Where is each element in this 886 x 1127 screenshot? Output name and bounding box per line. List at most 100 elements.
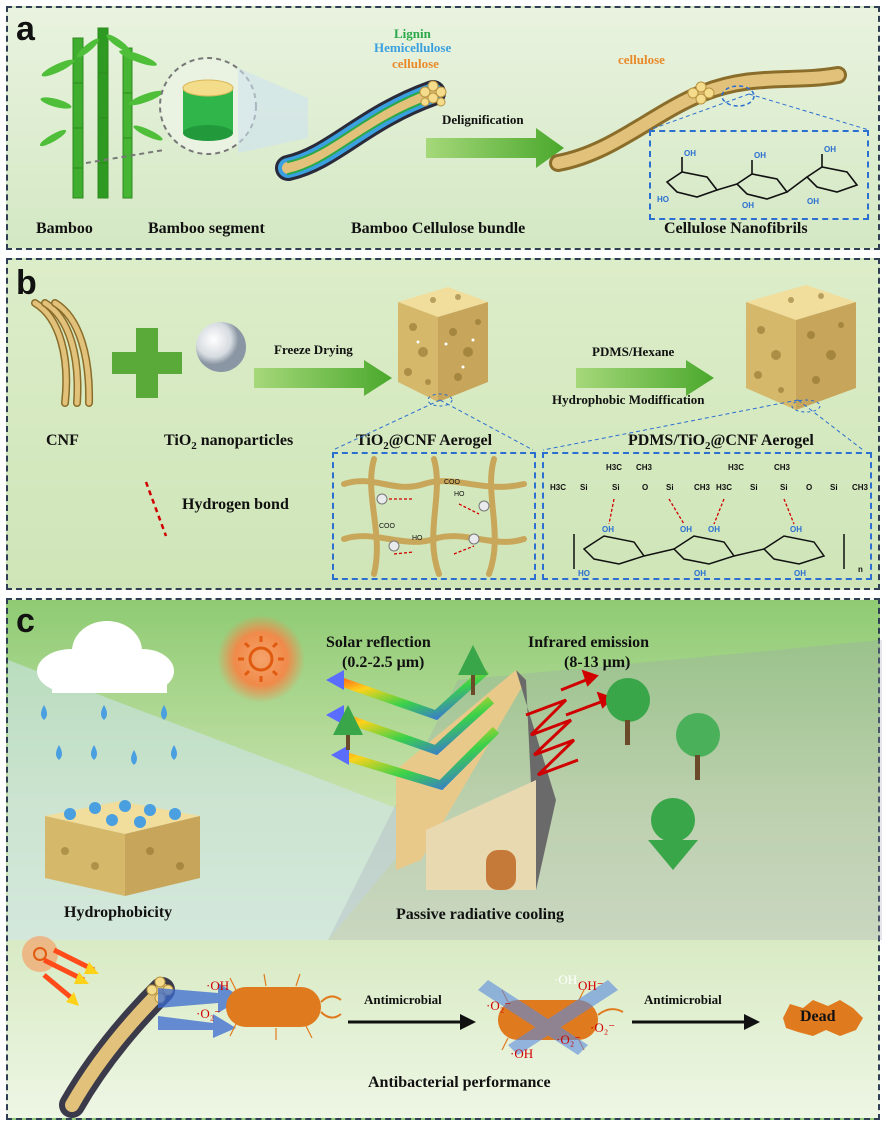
aerogel2-a: PDMS/TiO (628, 432, 706, 449)
svg-text:Si: Si (750, 483, 758, 492)
antimicrobial-arrow-1 (348, 1014, 476, 1030)
ir-range-label: (8-13 μm) (564, 654, 631, 671)
svg-text:CH3: CH3 (694, 483, 711, 492)
o2-radical-3: ·O₂⁻ (590, 1020, 616, 1035)
svg-text:OH: OH (754, 151, 766, 160)
rain-drops (41, 705, 177, 765)
svg-text:OH: OH (824, 145, 836, 154)
svg-text:O: O (642, 483, 648, 492)
cellulose-label-fibril: cellulose (618, 52, 665, 67)
svg-text:Si: Si (580, 483, 588, 492)
bamboo-illustration (39, 27, 163, 199)
delignification-label: Delignification (442, 112, 524, 127)
o2-radical-1: ·O₂⁻ (196, 1006, 222, 1021)
oh-label-2: ·OH (554, 972, 578, 987)
aerogel2-label: PDMS/TiO2@CNF Aerogel (628, 432, 814, 452)
bacterium-2 (478, 980, 624, 1055)
svg-text:H3C: H3C (728, 463, 744, 472)
aerogel1-sub: 2 (383, 440, 389, 453)
dead-label: Dead (800, 1008, 836, 1025)
panel-a: a (6, 6, 880, 250)
svg-text:OH: OH (684, 149, 696, 158)
svg-text:HO: HO (454, 491, 465, 498)
svg-text:COO: COO (379, 523, 396, 530)
svg-text:COO: COO (444, 479, 461, 486)
solar-range-label: (0.2-2.5 μm) (342, 654, 425, 671)
tio2-nanoparticles-label: TiO2 nanoparticles (164, 432, 293, 452)
oh-radical-3: ·OH (510, 1046, 534, 1061)
panel-letter-b: b (16, 264, 37, 302)
panel-letter-a: a (16, 10, 35, 48)
light-arrows (42, 947, 99, 1006)
zoom-cone (238, 68, 308, 153)
zoom-lines (648, 84, 870, 132)
house-illustration (326, 666, 614, 890)
cnf-fibers-illustration (31, 299, 94, 407)
antimicrobial-arrow-2 (632, 1014, 760, 1030)
svg-text:Si: Si (666, 483, 674, 492)
svg-text:H3C: H3C (606, 463, 622, 472)
antimicrobial-label-2: Antimicrobial (644, 992, 722, 1007)
aerogel1-label: TiO2@CNF Aerogel (356, 432, 492, 452)
svg-text:OH: OH (807, 197, 819, 206)
cnf-label-b: CNF (46, 432, 79, 449)
tio2-subscript: 2 (191, 440, 197, 453)
plus-icon (112, 328, 182, 398)
ir-emission-label: Infrared emission (528, 634, 650, 651)
ros-arrows (158, 983, 243, 1038)
svg-text:H3C: H3C (550, 483, 566, 492)
panel-letter-c: c (16, 602, 35, 640)
cellulose-label-bundle: cellulose (392, 56, 439, 71)
aerogel-cube-1 (398, 287, 488, 407)
antimicrobial-label-1: Antimicrobial (364, 992, 442, 1007)
svg-text:O: O (806, 483, 812, 492)
svg-text:HO: HO (578, 569, 590, 578)
panel-b: b Freeze Drying PDMS/ (6, 258, 880, 590)
svg-text:OH: OH (708, 525, 720, 534)
pdms-arrow (576, 360, 714, 396)
o2-radical-2: ·O₂⁻ (486, 998, 512, 1013)
connector-dashed-line (85, 149, 165, 164)
aerogel1-b: @CNF Aerogel (388, 432, 493, 449)
tio2-suffix: nanoparticles (196, 432, 294, 449)
svg-text:OH: OH (602, 525, 614, 534)
svg-text:H3C: H3C (716, 483, 732, 492)
network-diagram: COO HO COO HO (341, 456, 527, 577)
freeze-drying-arrow (254, 360, 392, 396)
svg-text:CH3: CH3 (852, 483, 869, 492)
hydrophobic-mod-label: Hydrophobic Modiffication (552, 392, 705, 407)
aerogel-cube-2 (746, 285, 856, 413)
bamboo-segment-label: Bamboo segment (148, 220, 265, 237)
o2-radical-4: ·O₂⁻ (556, 1032, 582, 1047)
svg-text:OH: OH (680, 525, 692, 534)
cooling-label: Passive radiative cooling (396, 906, 564, 923)
solar-reflection-label: Solar reflection (326, 634, 431, 651)
tio2-text: TiO (164, 432, 192, 449)
aerogel2-b: @CNF Aerogel (710, 432, 814, 449)
hydrogen-bond-legend-line (144, 481, 168, 537)
cellulose-bundle-illustration (275, 80, 447, 181)
freeze-drying-label: Freeze Drying (274, 342, 353, 357)
cloud-icon (37, 621, 174, 693)
svg-text:n: n (858, 565, 863, 574)
bundle-label: Bamboo Cellulose bundle (351, 220, 526, 237)
svg-text:OH: OH (790, 525, 802, 534)
svg-text:HO: HO (412, 535, 423, 542)
aerogel2-sub: 2 (705, 440, 711, 453)
sun-icon (217, 615, 305, 703)
nanofibril-illustration (549, 66, 847, 172)
oh-minus-label: OH⁻ (578, 978, 604, 993)
bamboo-label: Bamboo (36, 220, 93, 237)
hydrophobicity-label: Hydrophobicity (64, 904, 173, 921)
trees-illustration (333, 645, 720, 870)
dead-bacterium (783, 1000, 863, 1036)
svg-text:Si: Si (780, 483, 788, 492)
cnf-label-a: Cellulose Nanofibrils (664, 220, 808, 237)
tio2-sphere-illustration (196, 322, 246, 372)
delignification-arrow (426, 128, 564, 168)
svg-text:Si: Si (830, 483, 838, 492)
svg-text:OH: OH (742, 201, 754, 210)
